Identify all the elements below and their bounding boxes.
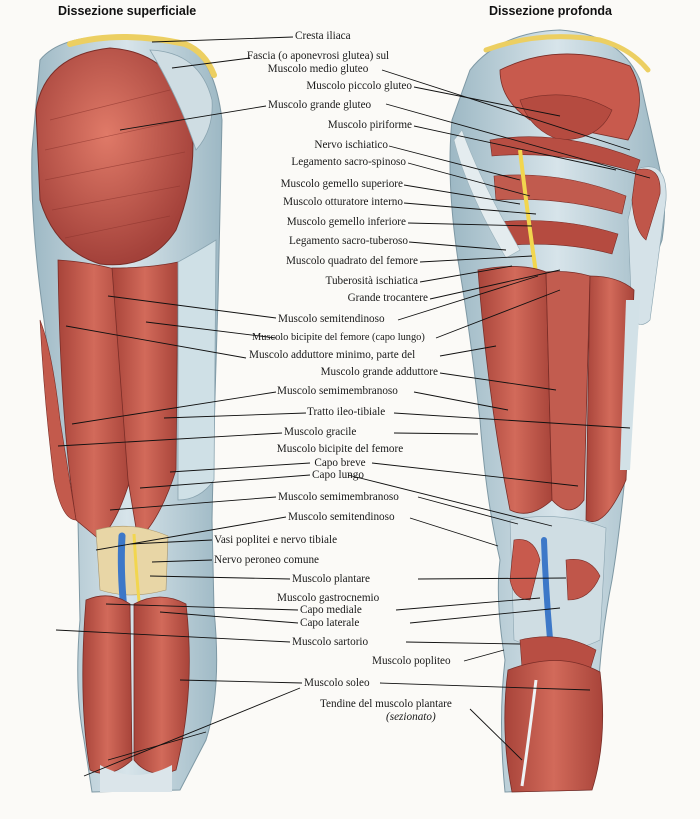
label-soleo: Muscolo soleo bbox=[304, 677, 370, 689]
label-gemello-inferiore: Muscolo gemello inferiore bbox=[286, 216, 406, 228]
label-tendine-plantare: Tendine del muscolo plantare bbox=[320, 698, 452, 710]
label-capo-mediale: Capo mediale bbox=[300, 604, 362, 616]
deep-iliac-crest-fat bbox=[483, 34, 651, 73]
calf-tendon-superficial bbox=[100, 765, 172, 792]
label-semitendinoso-2: Muscolo semitendinoso bbox=[288, 511, 395, 523]
gracilis-superficial bbox=[39, 319, 77, 521]
plantaris-tendon bbox=[520, 679, 538, 787]
semimembranosus-deep bbox=[545, 271, 591, 511]
soleus-muscle bbox=[504, 660, 604, 793]
label-capo-lungo: Capo lungo bbox=[312, 469, 364, 481]
gluteal-fascia bbox=[149, 49, 213, 151]
gluteus-maximus-reflected bbox=[631, 168, 661, 241]
label-semitendinoso-1: Muscolo semitendinoso bbox=[278, 313, 385, 325]
plantaris-muscle bbox=[565, 559, 601, 601]
label-semimembranoso-1: Muscolo semimembranoso bbox=[277, 385, 398, 397]
label-piriforme: Muscolo piriforme bbox=[327, 119, 412, 131]
label-tuberosita-ischiatica: Tuberosità ischiatica bbox=[325, 275, 419, 287]
deep-leg bbox=[449, 29, 667, 793]
superficial-leg bbox=[31, 34, 223, 793]
label-cresta-iliaca: Cresta iliaca bbox=[295, 30, 351, 42]
label-sacro-spinoso: Legamento sacro-spinoso bbox=[291, 156, 406, 168]
label-grande-adduttore: Muscolo grande adduttore bbox=[320, 366, 438, 378]
label-piccolo-gluteo: Muscolo piccolo gluteo bbox=[306, 80, 412, 92]
superficial-dissection-heading: Dissezione superficiale bbox=[58, 4, 197, 18]
iliotibial-tract bbox=[177, 239, 217, 501]
label-bicipite-femore: Muscolo bicipite del femore bbox=[276, 443, 404, 455]
label-popliteo: Muscolo popliteo bbox=[372, 655, 451, 667]
label-quadrato-femore: Muscolo quadrato del femore bbox=[285, 255, 418, 267]
gluteus-maximus bbox=[35, 47, 194, 266]
label-gastrocnemio: Muscolo gastrocnemio bbox=[277, 592, 380, 604]
label-semimembranoso-2: Muscolo semimembranoso bbox=[278, 491, 399, 503]
label-sartorio: Muscolo sartorio bbox=[292, 636, 369, 648]
label-capo-laterale: Capo laterale bbox=[300, 617, 360, 629]
label-tratto-ileo-tibiale: Tratto ileo-tibiale bbox=[307, 406, 386, 418]
gastrocnemius-cut-heads bbox=[509, 539, 541, 601]
gastrocnemius-lateral-superficial bbox=[133, 596, 190, 774]
label-plantare: Muscolo plantare bbox=[292, 573, 370, 585]
label-otturatore-interno: Muscolo otturatore interno bbox=[283, 196, 403, 208]
label-gemello-superiore: Muscolo gemello superiore bbox=[280, 178, 403, 190]
iliac-crest-fat bbox=[67, 34, 217, 78]
label-bicipite-capo-lungo: Muscolo bicipite del femore (capo lungo) bbox=[252, 332, 425, 343]
adductor-magnus bbox=[477, 266, 553, 514]
label-gracile: Muscolo gracile bbox=[284, 426, 357, 438]
leader-lines bbox=[55, 36, 651, 777]
label-capo-breve: Capo breve bbox=[314, 457, 366, 469]
label-vasi-poplitei: Vasi poplitei e nervo tibiale bbox=[214, 534, 338, 546]
deep-dissection-heading: Dissezione profonda bbox=[489, 4, 612, 18]
label-fascia-line2: Muscolo medio gluteo bbox=[267, 63, 369, 75]
label-sezionato: (sezionato) bbox=[386, 711, 436, 723]
sacrotuberous-ligament bbox=[453, 129, 521, 259]
label-grande-gluteo: Muscolo grande gluteo bbox=[268, 99, 372, 111]
gluteus-minimus-deep bbox=[519, 94, 613, 141]
label-grande-trocantere: Grande trocantere bbox=[347, 292, 428, 304]
gastrocnemius-medial-superficial bbox=[82, 595, 133, 774]
popliteal-fossa bbox=[95, 525, 169, 596]
label-peroneo-comune: Nervo peroneo comune bbox=[214, 554, 319, 566]
label-fascia-line1: Fascia (o aponevrosi glutea) sul bbox=[246, 50, 390, 62]
label-sacro-tuberoso: Legamento sacro-tuberoso bbox=[289, 235, 408, 247]
label-adduttore-minimo: Muscolo adduttore minimo, parte del bbox=[249, 349, 416, 361]
label-nervo-ischiatico: Nervo ischiatico bbox=[314, 139, 388, 151]
